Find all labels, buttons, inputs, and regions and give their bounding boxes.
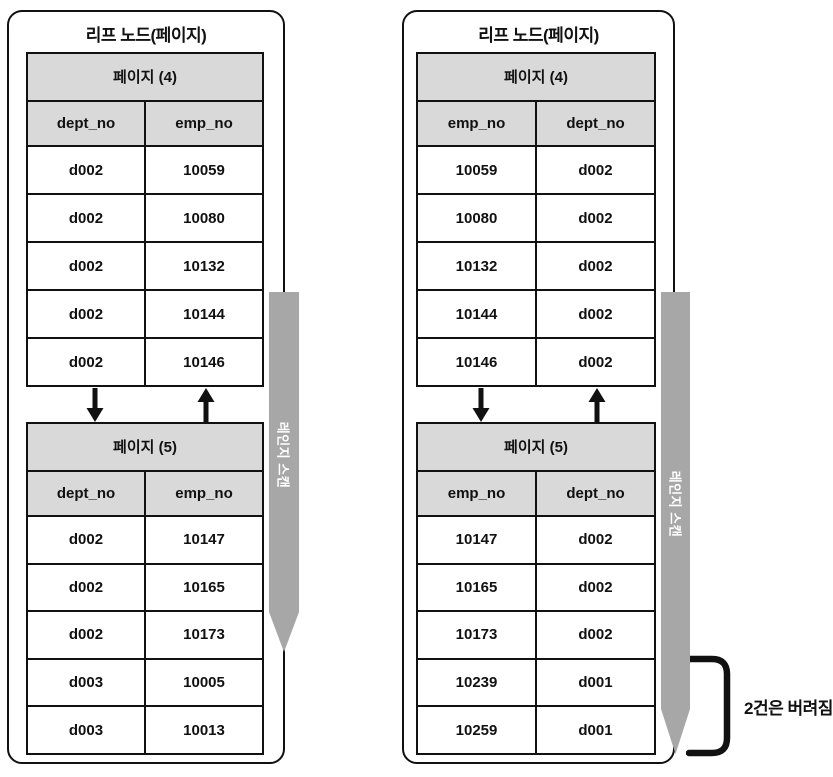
page-label: 페이지 (5)	[113, 439, 177, 457]
cell: d002	[535, 564, 654, 611]
cell: 10146	[144, 339, 262, 385]
cell: d003	[68, 674, 104, 692]
table-row: 10165 d002	[418, 562, 654, 611]
cell: 10147	[144, 517, 262, 563]
column-header-row: dept_no emp_no	[28, 469, 262, 515]
page-label: 페이지 (4)	[113, 69, 177, 87]
table-row: d002 10165	[28, 562, 262, 611]
down-arrow-icon	[472, 388, 490, 422]
range-scan-label: 레인지 스캔	[667, 470, 682, 538]
column-header-row: emp_no dept_no	[418, 469, 654, 515]
cell: d002	[68, 531, 104, 549]
cell: 10013	[144, 707, 262, 753]
cell: 10173	[144, 612, 262, 658]
cell: 10259	[455, 721, 498, 739]
table-row: 10059 d002	[418, 145, 654, 193]
cell: d002	[535, 517, 654, 563]
cell: 10165	[144, 564, 262, 611]
cell: d002	[535, 195, 654, 241]
down-arrow-icon	[86, 388, 104, 422]
column-header: emp_no	[144, 101, 262, 145]
table-row: d002 10059	[28, 145, 262, 193]
cell: 10144	[455, 305, 498, 323]
table-row: 10132 d002	[418, 241, 654, 289]
cell: 10005	[144, 659, 262, 706]
cell: 10080	[455, 209, 498, 227]
table-row: d002 10146	[28, 337, 262, 385]
discarded-rows-label: 2건은 버려짐	[744, 699, 833, 718]
table-row: d003 10005	[28, 657, 262, 706]
column-header: emp_no	[447, 484, 506, 502]
cell: 10165	[455, 578, 498, 596]
cell: d002	[68, 578, 104, 596]
cell: d002	[68, 626, 104, 644]
cell: 10173	[455, 626, 498, 644]
range-scan-arrow-icon: 레인지 스캔	[661, 292, 690, 754]
table-row: 10173 d002	[418, 610, 654, 658]
cell: d002	[68, 209, 104, 227]
column-header: dept_no	[56, 484, 116, 502]
cell: 10146	[455, 353, 498, 371]
table-row: 10144 d002	[418, 289, 654, 337]
cell: 10059	[144, 147, 262, 193]
page-label: 페이지 (5)	[504, 439, 568, 457]
column-header: emp_no	[144, 471, 262, 515]
cell: d001	[535, 707, 654, 753]
column-header: dept_no	[535, 471, 654, 515]
page-header-row: 페이지 (5)	[418, 424, 654, 470]
column-header: emp_no	[447, 114, 506, 132]
table-row: 10080 d002	[418, 193, 654, 241]
range-scan-arrow-icon: 레인지 스캔	[269, 292, 299, 652]
cell: d002	[68, 257, 104, 275]
cell: d002	[535, 612, 654, 658]
page-header-row: 페이지 (4)	[28, 54, 262, 100]
page-4-table: 페이지 (4) emp_no dept_no 10059 d002 10080 …	[416, 52, 656, 387]
table-row: d002 10132	[28, 241, 262, 289]
table-row: d002 10144	[28, 289, 262, 337]
table-row: 10146 d002	[418, 337, 654, 385]
cell: 10239	[455, 674, 498, 692]
cell: d002	[535, 291, 654, 337]
cell: d002	[68, 353, 104, 371]
column-header-row: emp_no dept_no	[418, 99, 654, 145]
cell: 10080	[144, 195, 262, 241]
cell: 10144	[144, 291, 262, 337]
cell: 10059	[455, 161, 498, 179]
cell: 10132	[144, 243, 262, 289]
page-header-row: 페이지 (4)	[418, 54, 654, 100]
leaf-node-panel-right: 리프 노드(페이지) 페이지 (4) emp_no dept_no 10059 …	[402, 10, 675, 764]
bracket-icon	[686, 655, 731, 757]
cell: 10147	[455, 531, 498, 549]
panel-title: 리프 노드(페이지)	[478, 26, 599, 45]
table-row: 10239 d001	[418, 657, 654, 706]
page-4-table: 페이지 (4) dept_no emp_no d002 10059 d002 1…	[26, 52, 264, 387]
table-row: d002 10173	[28, 610, 262, 658]
table-row: d002 10080	[28, 193, 262, 241]
column-header-row: dept_no emp_no	[28, 99, 262, 145]
cell: d002	[68, 161, 104, 179]
page-5-table: 페이지 (5) emp_no dept_no 10147 d002 10165 …	[416, 422, 656, 755]
cell: d002	[535, 243, 654, 289]
cell: d002	[68, 305, 104, 323]
panel-title: 리프 노드(페이지)	[85, 26, 207, 45]
table-row: d003 10013	[28, 705, 262, 753]
cell: d001	[535, 659, 654, 706]
column-header: dept_no	[56, 114, 116, 132]
column-header: dept_no	[535, 101, 654, 145]
cell: d002	[535, 147, 654, 193]
range-scan-label: 레인지 스캔	[275, 421, 291, 489]
cell: d002	[535, 339, 654, 385]
up-arrow-icon	[197, 388, 215, 422]
table-row: d002 10147	[28, 515, 262, 563]
leaf-node-panel-left: 리프 노드(페이지) 페이지 (4) dept_no emp_no d002 1…	[7, 10, 285, 764]
page-header-row: 페이지 (5)	[28, 424, 262, 470]
table-row: 10259 d001	[418, 705, 654, 753]
cell: d003	[68, 721, 104, 739]
page-5-table: 페이지 (5) dept_no emp_no d002 10147 d002 1…	[26, 422, 264, 755]
page-label: 페이지 (4)	[504, 69, 568, 87]
cell: 10132	[455, 257, 498, 275]
up-arrow-icon	[588, 388, 606, 422]
table-row: 10147 d002	[418, 515, 654, 563]
